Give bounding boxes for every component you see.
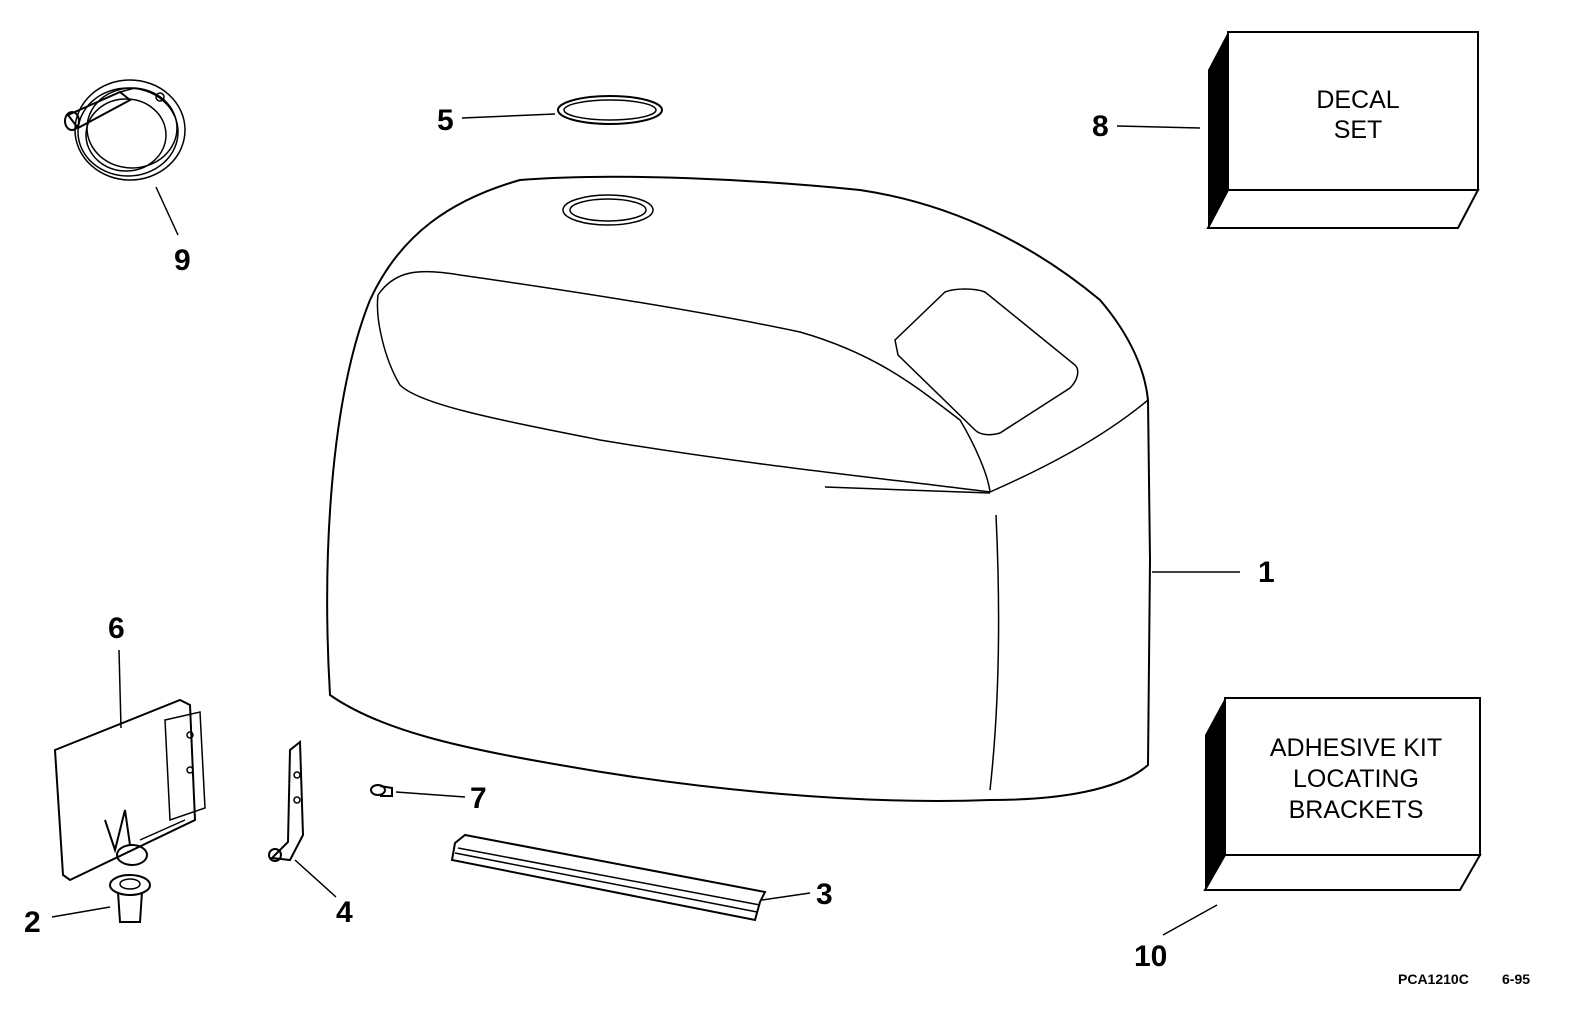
callout-5: 5 <box>437 104 454 137</box>
decal-set-box: DECAL SET <box>1206 31 1480 229</box>
callout-3: 3 <box>816 878 833 911</box>
rubber-strip <box>450 833 767 922</box>
coiled-cable <box>64 79 186 181</box>
decal-box-label-line2: SET <box>1334 116 1383 144</box>
callout-1: 1 <box>1258 556 1275 589</box>
decal-box-label-line1: DECAL <box>1316 86 1399 114</box>
adhesive-box-label-line1: ADHESIVE KIT <box>1270 734 1442 762</box>
leader-lines <box>51 113 1240 936</box>
bracket <box>268 739 305 862</box>
screw <box>370 784 393 797</box>
callout-8: 8 <box>1092 110 1109 143</box>
figure-code-date: 6-95 <box>1502 971 1530 987</box>
latch-plate <box>53 698 206 882</box>
adhesive-kit-box: ADHESIVE KIT LOCATING BRACKETS <box>1203 697 1482 891</box>
callout-4: 4 <box>336 896 353 929</box>
callout-2: 2 <box>24 906 41 939</box>
engine-cover <box>326 175 1152 802</box>
callout-10: 10 <box>1134 940 1167 973</box>
callout-6: 6 <box>108 612 125 645</box>
adhesive-box-label-line2: LOCATING <box>1293 765 1419 793</box>
callout-7: 7 <box>470 782 487 815</box>
figure-code-id: PCA1210C <box>1398 971 1469 987</box>
grommet <box>109 874 151 923</box>
adhesive-box-label-line3: BRACKETS <box>1289 796 1424 824</box>
seal-ring <box>557 95 663 125</box>
callout-9: 9 <box>174 244 191 277</box>
